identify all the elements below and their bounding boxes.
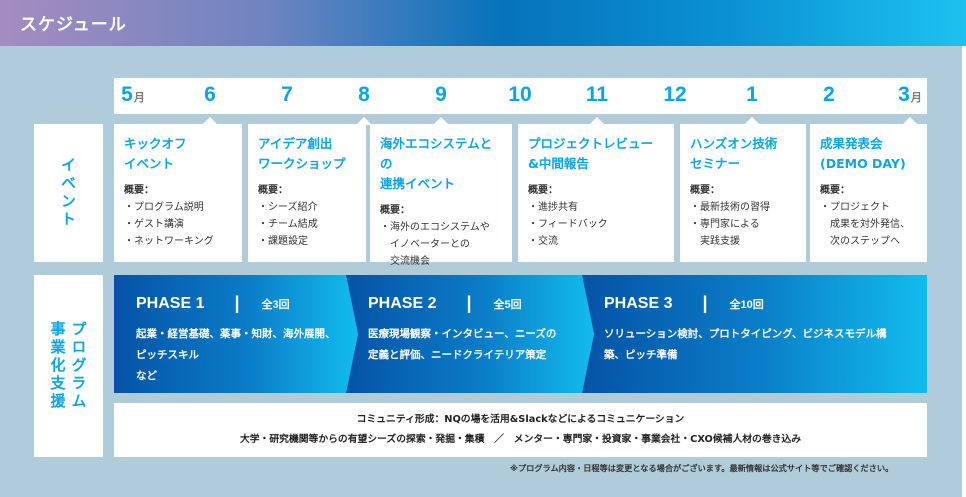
- month-11: 11: [586, 83, 608, 107]
- event-title: ハンズオン技術 セミナー: [690, 136, 778, 171]
- phase-session-count: 全5回: [493, 298, 522, 311]
- month-number: 2: [823, 83, 835, 106]
- event-items: ・プログラム説明 ・ゲスト講演 ・ネットワーキング: [124, 202, 214, 247]
- month-number: 1: [746, 83, 758, 106]
- event-summary-label: 概要：: [380, 205, 410, 216]
- month-unit: 月: [133, 92, 145, 104]
- section-header: スケジュール: [0, 0, 966, 46]
- month-2: 2: [823, 83, 835, 107]
- community-line-1: コミュニティ形成：NQの場を活用&Slackなどによるコミュニケーション: [356, 414, 685, 425]
- event-card-kickoff: キックオフ イベント 概要： ・プログラム説明 ・ゲスト講演 ・ネットワーキング: [114, 117, 242, 262]
- phase-name: PHASE 3: [604, 294, 673, 312]
- month-number: 6: [204, 83, 216, 106]
- event-items: ・海外のエコシステムや イノベーターとの 交流機会: [380, 222, 490, 267]
- month-number: 3: [898, 83, 910, 106]
- program-label-line2: プログラム: [69, 321, 88, 411]
- month-number: 5: [121, 83, 133, 106]
- event-card-project-review: プロジェクトレビュー &中間報告 概要： ・進捗共有 ・フィードバック ・交流: [518, 117, 674, 262]
- month-3: 3月: [898, 83, 922, 107]
- event-card-global-ecosystem: 海外エコシステムとの 連携イベント 概要： ・海外のエコシステムや イノベーター…: [370, 117, 512, 267]
- event-items: ・進捗共有 ・フィードバック ・交流: [528, 202, 608, 247]
- phase-name: PHASE 2: [368, 294, 437, 312]
- event-items: ・シーズ紹介 ・チーム結成 ・課題設定: [258, 202, 318, 247]
- month-10: 10: [508, 83, 531, 107]
- phase-divider: |: [234, 293, 240, 313]
- phase-description: 起業・経営基礎、薬事・知財、海外展開、 ピッチスキル など: [136, 328, 336, 382]
- event-summary-label: 概要：: [124, 185, 154, 196]
- month-9: 9: [435, 83, 447, 107]
- month-number: 9: [435, 83, 447, 106]
- disclaimer-note: ※プログラム内容・日程等は変更となる場合がございます。最新情報は公式サイト等でご…: [510, 463, 894, 473]
- event-title: 海外エコシステムとの 連携イベント: [380, 136, 493, 191]
- community-block: コミュニティ形成：NQの場を活用&Slackなどによるコミュニケーション 大学・…: [114, 403, 927, 457]
- event-title: プロジェクトレビュー &中間報告: [528, 136, 654, 171]
- phase-1-block: PHASE 1 | 全3回 起業・経営基礎、薬事・知財、海外展開、 ピッチスキル…: [114, 275, 358, 393]
- month-5: 5月: [121, 83, 145, 107]
- event-items: ・プロジェクト 成果を対外発信、 次のステップへ: [820, 202, 910, 247]
- event-title: キックオフ イベント: [124, 136, 187, 171]
- month-timeline: 5月 6 7 8 9 10 11 12 1 2 3月: [114, 78, 927, 114]
- phase-divider: |: [702, 293, 708, 313]
- month-1: 1: [746, 83, 758, 107]
- month-pointer: [433, 117, 449, 125]
- phase-name: PHASE 1: [136, 294, 205, 312]
- event-title: アイデア創出 ワークショップ: [258, 136, 346, 171]
- phase-description: ソリューション検討、プロトタイピング、ビジネスモデル構 築、ピッチ準備: [604, 328, 887, 361]
- event-summary-label: 概要：: [258, 185, 288, 196]
- event-card-ideation: アイデア創出 ワークショップ 概要： ・シーズ紹介 ・チーム結成 ・課題設定: [248, 117, 372, 262]
- event-card-demo-day: 成果発表会 (DEMO DAY) 概要： ・プロジェクト 成果を対外発信、 次の…: [810, 117, 927, 262]
- month-pointer: [589, 117, 605, 125]
- month-pointer: [356, 117, 372, 125]
- event-summary-label: 概要：: [528, 185, 558, 196]
- community-line-2: 大学・研究機関等からの有望シーズの探索・発掘・集積 ／ メンター・専門家・投資家…: [239, 434, 802, 445]
- month-number: 10: [508, 83, 532, 106]
- month-8: 8: [358, 83, 370, 107]
- event-title: 成果発表会 (DEMO DAY): [820, 136, 906, 171]
- month-12: 12: [663, 83, 686, 107]
- month-pointer: [202, 117, 218, 125]
- phase-description: 医療現場観察・インタビュー、ニーズの 定義と評価、ニードクライテリア策定: [368, 328, 557, 361]
- event-summary-label: 概要：: [820, 185, 850, 196]
- event-items: ・最新技術の習得 ・専門家による 実践支援: [690, 202, 770, 247]
- event-row-label: イベント: [34, 124, 103, 262]
- phase-session-count: 全3回: [261, 298, 290, 311]
- program-row-label: 事業化支援 プログラム: [34, 275, 103, 457]
- month-6: 6: [204, 83, 216, 107]
- month-number: 7: [281, 83, 293, 106]
- event-label-text: イベント: [59, 157, 77, 229]
- phase-divider: |: [466, 293, 472, 313]
- month-pointer: [744, 117, 760, 125]
- section-title: スケジュール: [20, 15, 127, 35]
- phase-2-block: PHASE 2 | 全5回 医療現場観察・インタビュー、ニーズの 定義と評価、ニ…: [346, 275, 594, 393]
- month-number: 12: [663, 83, 687, 106]
- phase-session-count: 全10回: [729, 298, 764, 311]
- panel-edge: [962, 46, 966, 497]
- phase-3-block: PHASE 3 | 全10回 ソリューション検討、プロトタイピング、ビジネスモデ…: [582, 275, 927, 393]
- event-summary-label: 概要：: [690, 185, 720, 196]
- month-pointer: [902, 117, 918, 125]
- event-card-hands-on-seminar: ハンズオン技術 セミナー 概要： ・最新技術の習得 ・専門家による 実践支援: [680, 117, 806, 262]
- month-unit: 月: [910, 92, 922, 104]
- program-label-line1: 事業化支援: [48, 321, 67, 411]
- month-number: 8: [358, 83, 370, 106]
- month-number: 11: [585, 83, 609, 106]
- month-7: 7: [281, 83, 293, 107]
